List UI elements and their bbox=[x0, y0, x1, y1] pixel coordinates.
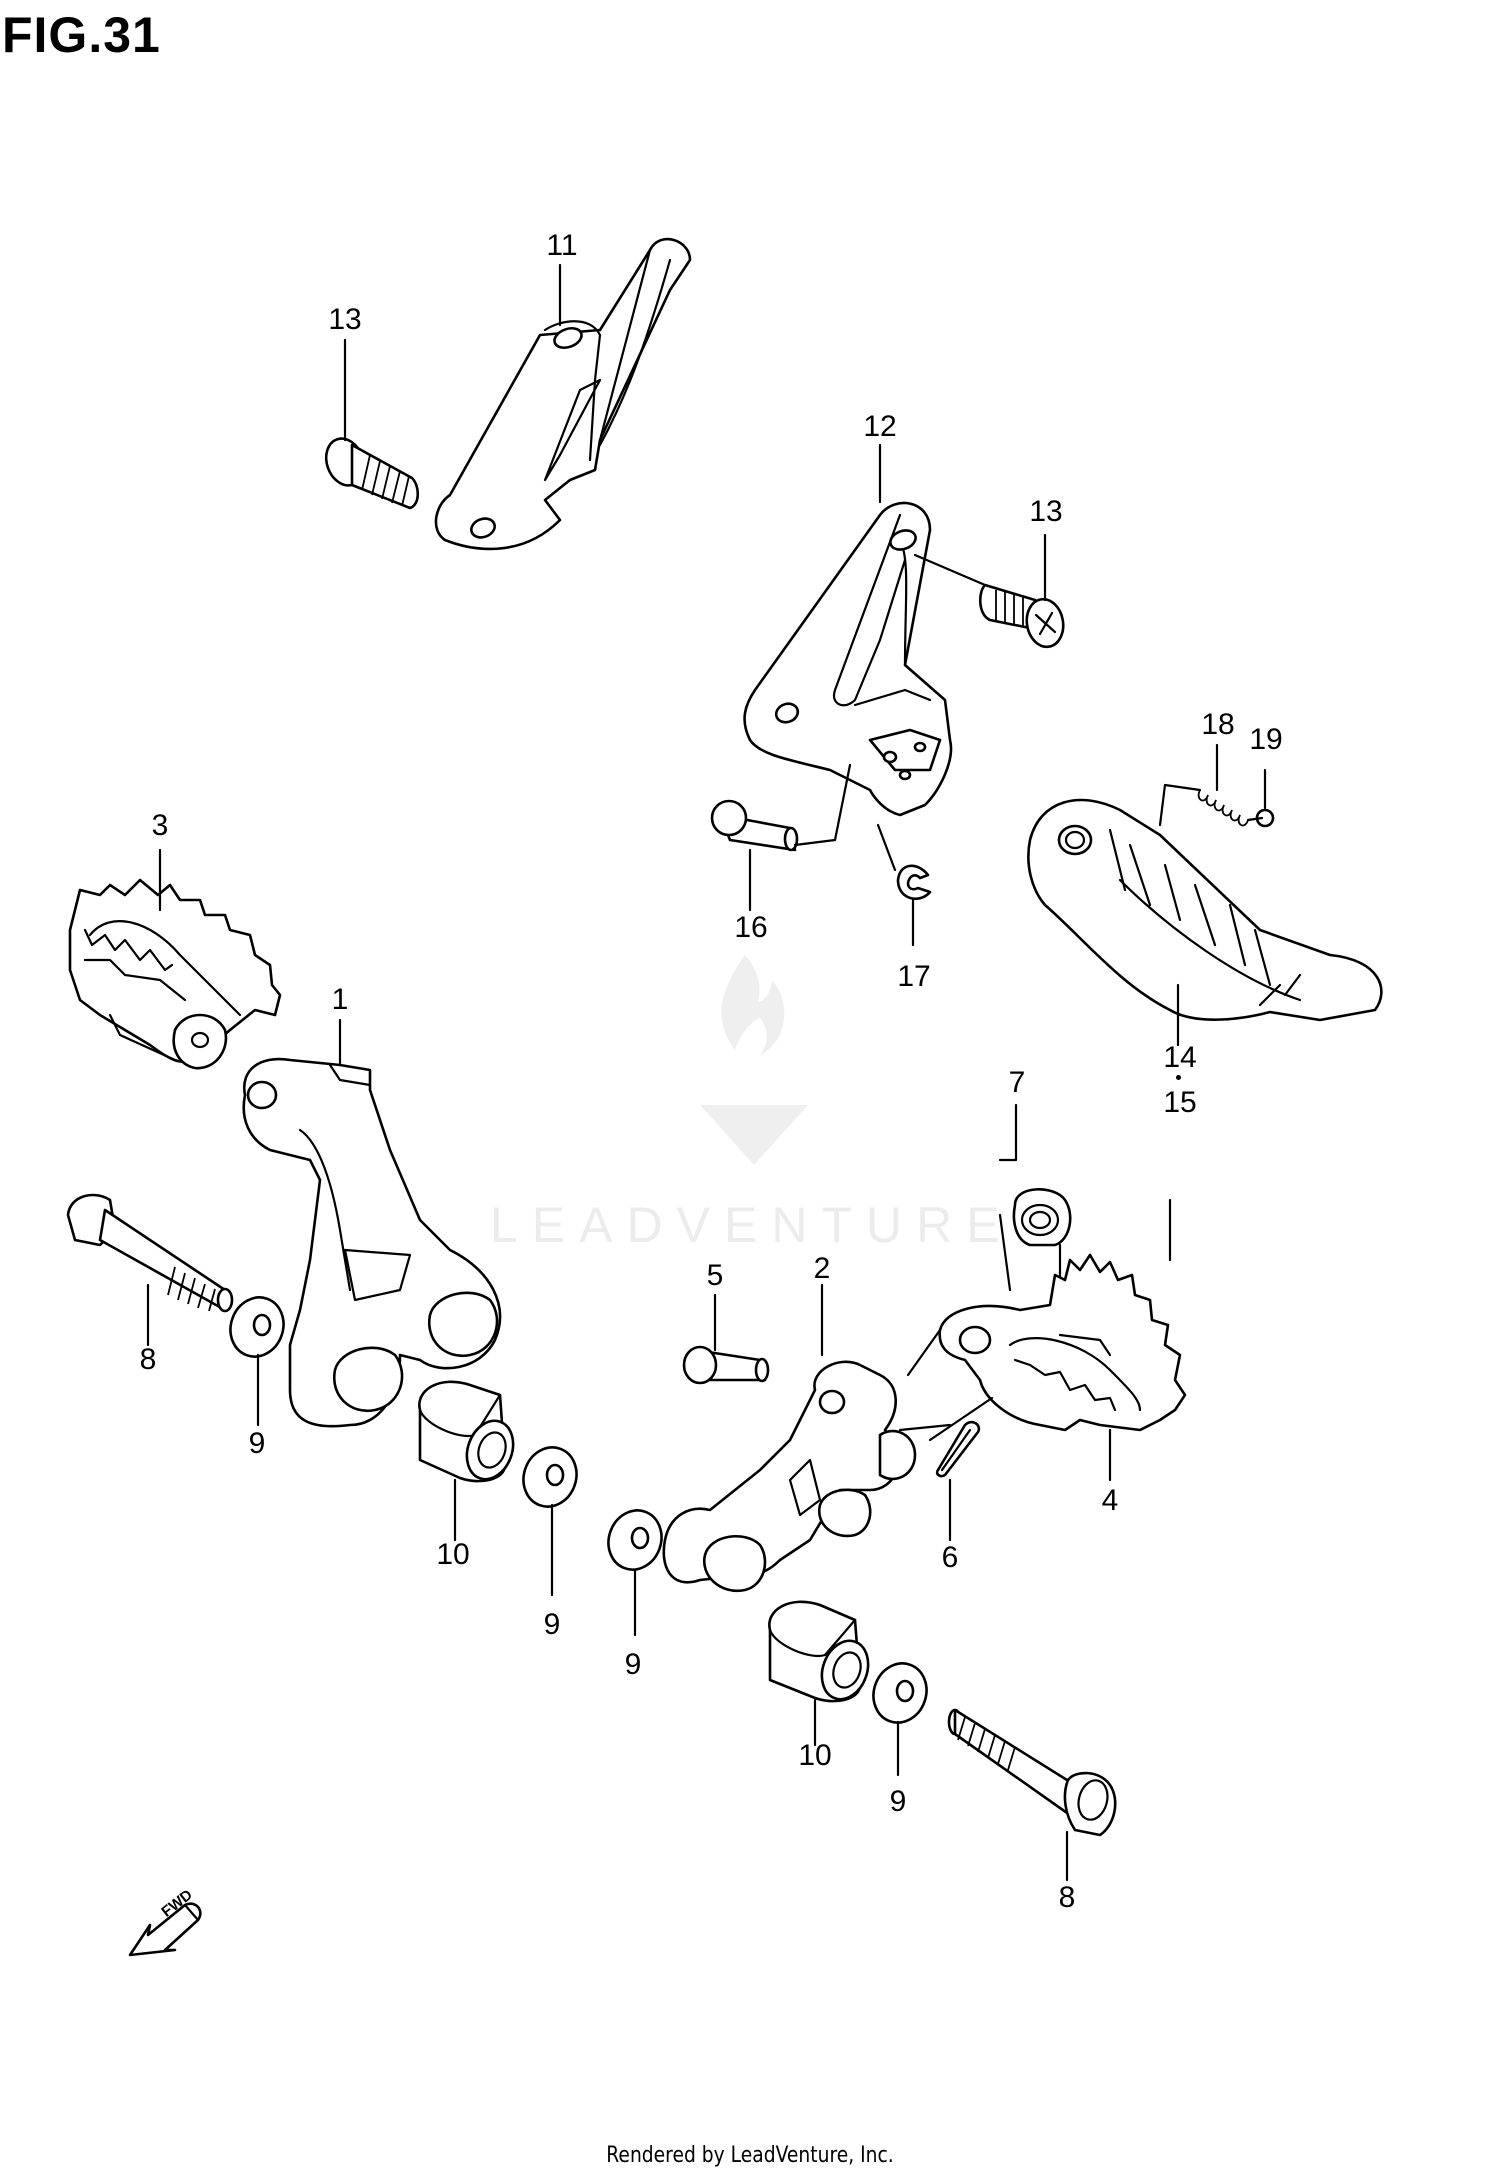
part-1-footpeg-bracket bbox=[242, 1057, 502, 1428]
callout-16: 16 bbox=[734, 911, 768, 944]
part-2-footpeg-bracket bbox=[662, 1360, 917, 1593]
part-8-bolt-left bbox=[66, 1193, 234, 1313]
part-3-footpeg bbox=[68, 878, 282, 1070]
callout-9: 9 bbox=[624, 1648, 642, 1681]
callout-dot bbox=[1176, 1075, 1181, 1080]
callout-8: 8 bbox=[1058, 1881, 1076, 1914]
part-9-washer-a bbox=[229, 1296, 285, 1358]
leader-lines bbox=[146, 263, 1267, 1882]
part-9-washer-c bbox=[607, 1509, 663, 1571]
callout-11: 11 bbox=[546, 229, 578, 262]
part-13-bolt-right bbox=[979, 583, 1065, 649]
watermark-text: LEADVENTURE bbox=[490, 1197, 1014, 1253]
part-7-spring bbox=[998, 1188, 1072, 1292]
callout-19: 19 bbox=[1249, 723, 1283, 756]
part-8-bolt-right bbox=[947, 1708, 1117, 1837]
part-18-spring bbox=[1197, 789, 1249, 827]
callout-9: 9 bbox=[543, 1608, 561, 1641]
part-17-e-clip bbox=[896, 864, 932, 901]
callout-3: 3 bbox=[151, 809, 169, 842]
callout-8: 8 bbox=[139, 1343, 157, 1376]
callout-6: 6 bbox=[941, 1541, 959, 1574]
callout-18: 18 bbox=[1201, 708, 1235, 741]
callout-17: 17 bbox=[897, 960, 931, 993]
part-10-bushing-left bbox=[418, 1380, 515, 1483]
callout-7: 7 bbox=[1008, 1066, 1026, 1099]
callout-2: 2 bbox=[813, 1252, 831, 1285]
part-6-cotter-pin bbox=[935, 1420, 981, 1478]
part-9-washer-b bbox=[522, 1446, 578, 1508]
watermark-logo bbox=[700, 955, 808, 1165]
part-14-footpeg-rubber bbox=[1027, 798, 1383, 1022]
callout-9: 9 bbox=[889, 1785, 907, 1818]
footer-credit: Rendered by LeadVenture, Inc. bbox=[606, 2143, 894, 2168]
part-11-bracket bbox=[434, 237, 692, 551]
fwd-arrow-icon bbox=[128, 1902, 202, 1957]
callout-10: 10 bbox=[798, 1739, 832, 1772]
part-4-footpeg-right bbox=[938, 1253, 1187, 1432]
part-12-bracket bbox=[743, 501, 953, 817]
part-13-bolt-upper-left bbox=[324, 437, 420, 510]
callout-13: 13 bbox=[328, 303, 362, 336]
callout-4: 4 bbox=[1101, 1484, 1119, 1517]
callout-15: 15 bbox=[1163, 1086, 1197, 1119]
figure-title: FIG.31 bbox=[2, 7, 161, 63]
callout-14: 14 bbox=[1163, 1041, 1197, 1074]
part-5-pin bbox=[682, 1345, 770, 1385]
part-16-clevis-pin bbox=[710, 799, 799, 852]
callout-10: 10 bbox=[436, 1538, 470, 1571]
callout-9: 9 bbox=[248, 1427, 266, 1460]
callout-12: 12 bbox=[863, 410, 897, 443]
callout-13: 13 bbox=[1029, 495, 1063, 528]
callout-5: 5 bbox=[706, 1259, 724, 1292]
callout-1: 1 bbox=[331, 983, 349, 1016]
part-10-bushing-right bbox=[768, 1600, 870, 1703]
part-9-washer-d bbox=[872, 1662, 928, 1724]
